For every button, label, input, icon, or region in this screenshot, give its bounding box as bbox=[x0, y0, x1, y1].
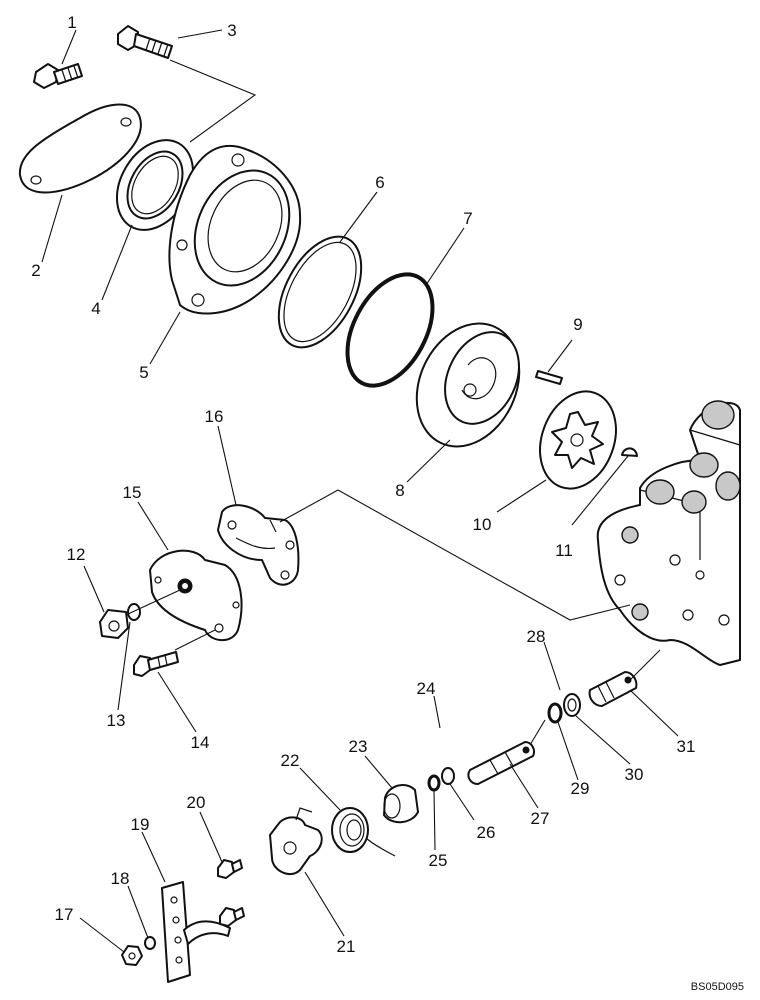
callout-4: 4 bbox=[91, 299, 100, 318]
part-26-washer bbox=[441, 767, 455, 785]
part-12-plug bbox=[99, 609, 129, 639]
part-13-washer bbox=[127, 603, 141, 621]
callout-10: 10 bbox=[473, 515, 492, 534]
part-4-seal bbox=[116, 139, 194, 231]
part-3-bolt bbox=[117, 25, 173, 59]
callout-19: 19 bbox=[131, 815, 150, 834]
callout-6: 6 bbox=[375, 173, 384, 192]
callout-7: 7 bbox=[463, 209, 472, 228]
part-1-bolt bbox=[33, 63, 83, 89]
part-5-housing bbox=[168, 145, 302, 315]
callout-20: 20 bbox=[187, 793, 206, 812]
callout-1: 1 bbox=[67, 13, 76, 32]
callout-3: 3 bbox=[227, 21, 236, 40]
part-17-nut bbox=[121, 945, 143, 966]
callout-29: 29 bbox=[571, 779, 590, 798]
part-15-plate bbox=[149, 549, 243, 642]
callout-labels: 1 2 3 4 5 6 7 8 9 10 11 12 13 14 15 16 1… bbox=[31, 13, 695, 956]
part-21-detent bbox=[269, 807, 323, 876]
callout-12: 12 bbox=[67, 545, 86, 564]
assembly-lines bbox=[127, 59, 661, 746]
part-22-spring bbox=[331, 807, 396, 857]
part-8-gear-ring bbox=[415, 322, 521, 448]
callout-8: 8 bbox=[395, 481, 404, 500]
callout-leaders bbox=[41, 29, 679, 953]
callout-2: 2 bbox=[31, 261, 40, 280]
callout-31: 31 bbox=[677, 737, 696, 756]
callout-14: 14 bbox=[191, 733, 210, 752]
part-2-gasket bbox=[18, 103, 142, 194]
part-9-pin bbox=[535, 370, 563, 385]
part-19-bracket bbox=[161, 881, 245, 983]
part-29-o-ring bbox=[547, 702, 563, 724]
part-18-washer bbox=[144, 936, 156, 950]
callout-26: 26 bbox=[477, 823, 496, 842]
callout-22: 22 bbox=[281, 751, 300, 770]
part-23-cap bbox=[383, 783, 419, 824]
part-20-bolt bbox=[217, 859, 243, 879]
valve-body bbox=[596, 400, 741, 666]
part-31-spool-end bbox=[588, 671, 638, 707]
callout-21: 21 bbox=[337, 937, 356, 956]
part-30-washer bbox=[563, 693, 581, 717]
part-drawings bbox=[18, 25, 741, 983]
callout-18: 18 bbox=[111, 869, 130, 888]
part-16-bracket bbox=[217, 504, 300, 586]
callout-15: 15 bbox=[123, 483, 142, 502]
callout-25: 25 bbox=[429, 851, 448, 870]
part-11-key bbox=[621, 447, 638, 457]
part-7-o-ring bbox=[345, 272, 435, 388]
callout-24: 24 bbox=[417, 679, 436, 698]
part-25-o-ring bbox=[427, 774, 441, 792]
callout-30: 30 bbox=[625, 765, 644, 784]
part-27-spool bbox=[467, 741, 535, 785]
callout-17: 17 bbox=[55, 905, 74, 924]
callout-9: 9 bbox=[573, 315, 582, 334]
drawing-code: BS05D095 bbox=[691, 981, 744, 993]
callout-11: 11 bbox=[555, 541, 573, 560]
callout-23: 23 bbox=[349, 737, 368, 756]
part-6-ring bbox=[277, 235, 363, 349]
callout-28: 28 bbox=[527, 627, 546, 646]
part-14-bolt bbox=[133, 651, 179, 677]
callout-16: 16 bbox=[205, 407, 224, 426]
callout-27: 27 bbox=[531, 809, 550, 828]
callout-13: 13 bbox=[107, 711, 126, 730]
callout-5: 5 bbox=[139, 363, 148, 382]
part-10-gerotor bbox=[539, 390, 617, 490]
